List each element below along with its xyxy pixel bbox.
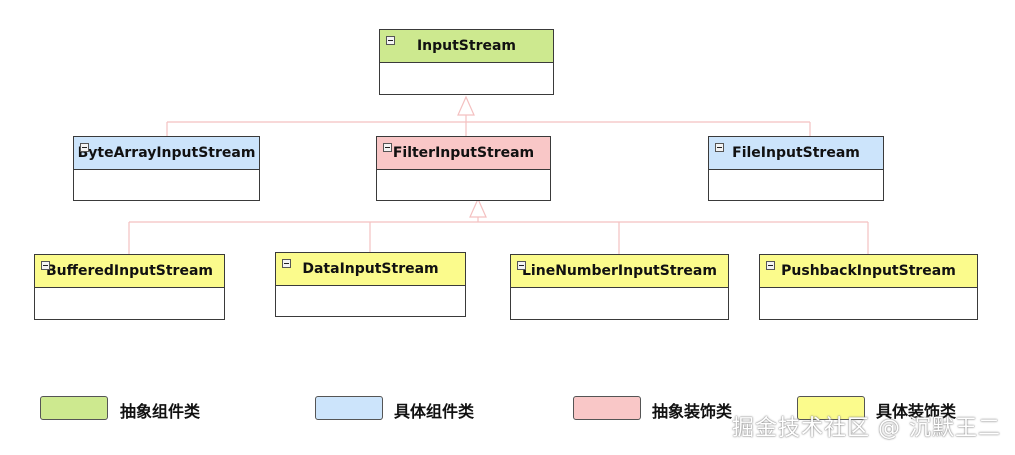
collapse-icon[interactable] bbox=[517, 261, 526, 270]
class-box-datainputstream[interactable]: DataInputStream bbox=[275, 252, 466, 317]
class-header-filterinputstream: FilterInputStream bbox=[377, 137, 550, 170]
legend-label-concrete-component: 具体组件类 bbox=[394, 402, 475, 421]
class-name: BufferedInputStream bbox=[46, 263, 213, 279]
watermark-text: 掘金技术社区 @ 沉默王二 bbox=[732, 416, 1001, 441]
class-name: DataInputStream bbox=[302, 261, 439, 277]
class-name: PushbackInputStream bbox=[781, 263, 956, 279]
legend-swatch-concrete-decorator bbox=[797, 396, 865, 420]
collapse-icon[interactable] bbox=[715, 143, 724, 152]
class-box-pushbackinputstream[interactable]: PushbackInputStream bbox=[759, 254, 978, 320]
class-name: ByteArrayInputStream bbox=[77, 145, 256, 161]
legend-swatch-abstract-decorator bbox=[573, 396, 641, 420]
class-box-bufferedinputstream[interactable]: BufferedInputStream bbox=[34, 254, 225, 320]
class-box-bytearrayinputstream[interactable]: ByteArrayInputStream bbox=[73, 136, 260, 201]
class-header-fileinputstream: FileInputStream bbox=[709, 137, 883, 170]
class-header-datainputstream: DataInputStream bbox=[276, 253, 465, 286]
class-header-linenumberinputstream: LineNumberInputStream bbox=[511, 255, 728, 288]
legend-swatch-abstract-component bbox=[40, 396, 108, 420]
legend-label-abstract-component: 抽象组件类 bbox=[120, 402, 201, 421]
class-box-filterinputstream[interactable]: FilterInputStream bbox=[376, 136, 551, 201]
legend-swatch-concrete-component bbox=[315, 396, 383, 420]
class-header-bytearrayinputstream: ByteArrayInputStream bbox=[74, 137, 259, 170]
collapse-icon[interactable] bbox=[383, 143, 392, 152]
class-box-linenumberinputstream[interactable]: LineNumberInputStream bbox=[510, 254, 729, 320]
class-name: FilterInputStream bbox=[392, 145, 535, 161]
inheritance-arrow-top bbox=[457, 95, 475, 116]
class-box-fileinputstream[interactable]: FileInputStream bbox=[708, 136, 884, 201]
class-header-bufferedinputstream: BufferedInputStream bbox=[35, 255, 224, 288]
class-header-inputstream: InputStream bbox=[380, 30, 553, 63]
legend-label-concrete-decorator: 具体装饰类 bbox=[876, 402, 957, 421]
collapse-icon[interactable] bbox=[386, 36, 395, 45]
class-box-inputstream[interactable]: InputStream bbox=[379, 29, 554, 95]
collapse-icon[interactable] bbox=[80, 143, 89, 152]
collapse-icon[interactable] bbox=[41, 261, 50, 270]
class-header-pushbackinputstream: PushbackInputStream bbox=[760, 255, 977, 288]
class-name: FileInputStream bbox=[732, 145, 860, 161]
inheritance-arrow-filter bbox=[469, 197, 487, 218]
legend-label-abstract-decorator: 抽象装饰类 bbox=[652, 402, 733, 421]
collapse-icon[interactable] bbox=[282, 259, 291, 268]
class-name: InputStream bbox=[416, 38, 517, 54]
class-name: LineNumberInputStream bbox=[522, 263, 717, 279]
collapse-icon[interactable] bbox=[766, 261, 775, 270]
